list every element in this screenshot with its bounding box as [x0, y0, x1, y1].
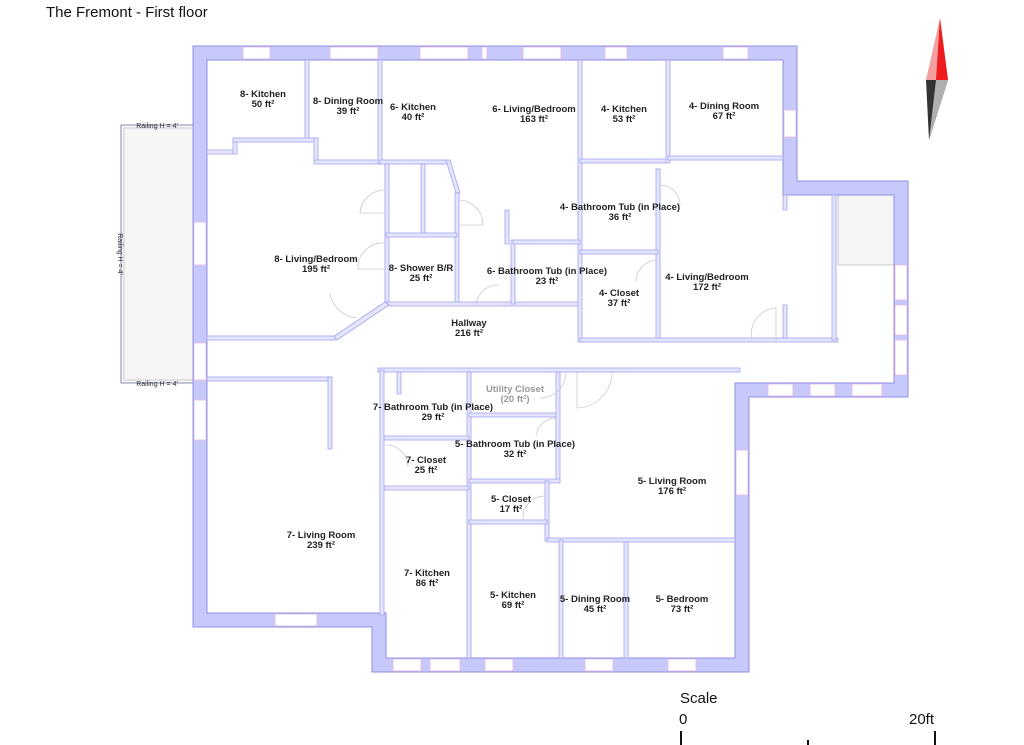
- door-swings: [329, 184, 777, 521]
- room-5-bathroom: 5- Bathroom Tub (in Place)32 ft²: [455, 439, 575, 460]
- scale-label: Scale: [680, 690, 718, 707]
- room-7-bathroom: 7- Bathroom Tub (in Place)29 ft²: [373, 402, 493, 423]
- room-area: 25 ft²: [415, 465, 438, 476]
- room-name: 8- Shower B/R: [389, 263, 454, 274]
- room-area: 86 ft²: [416, 578, 439, 589]
- room-area: 53 ft²: [613, 114, 636, 125]
- room-area: 36 ft²: [609, 212, 632, 223]
- room-name: 4- Closet: [599, 288, 640, 299]
- room-name: 7- Closet: [406, 455, 447, 466]
- room-6-bathroom: 6- Bathroom Tub (in Place)23 ft²: [487, 266, 607, 287]
- room-name: 4- Living/Bedroom: [665, 272, 748, 283]
- storage-area: [837, 194, 895, 266]
- room-name: 5- Kitchen: [490, 590, 536, 601]
- room-area: 195 ft²: [302, 264, 330, 275]
- room-area: 39 ft²: [337, 106, 360, 117]
- compass-icon: [926, 18, 948, 140]
- room-area: 37 ft²: [608, 298, 631, 309]
- room-name: 8- Dining Room: [313, 96, 383, 107]
- room-area: 176 ft²: [658, 486, 686, 497]
- room-area: 45 ft²: [584, 604, 607, 615]
- room-name: Hallway: [451, 318, 487, 329]
- room-area: 17 ft²: [500, 504, 523, 515]
- railing-label-side: Railing H = 4': [116, 233, 123, 275]
- room-4-bathroom: 4- Bathroom Tub (in Place)36 ft²: [560, 202, 680, 223]
- plan-title: The Fremont - First floor: [46, 4, 208, 21]
- room-area: 40 ft²: [402, 112, 425, 123]
- room-name: 7- Bathroom Tub (in Place): [373, 402, 493, 413]
- windows: [193, 46, 908, 672]
- room-area: 32 ft²: [504, 449, 527, 460]
- room-name: 5- Dining Room: [560, 594, 630, 605]
- room-name: 5- Closet: [491, 494, 532, 505]
- room-name: 8- Living/Bedroom: [274, 254, 357, 265]
- scale-end: 20ft: [909, 711, 935, 728]
- room-name: 4- Kitchen: [601, 104, 647, 115]
- railing-label-top: Railing H = 4': [136, 123, 178, 130]
- room-area: 25 ft²: [410, 273, 433, 284]
- room-8-shower: 8- Shower B/R25 ft²: [389, 263, 454, 284]
- room-area: 216 ft²: [455, 328, 483, 339]
- room-area: 69 ft²: [502, 600, 525, 611]
- room-utility-closet: Utility Closet(20 ft²): [486, 384, 545, 405]
- room-name: 5- Bathroom Tub (in Place): [455, 439, 575, 450]
- room-name: 6- Kitchen: [390, 102, 436, 113]
- room-name: 4- Bathroom Tub (in Place): [560, 202, 680, 213]
- room-name: 7- Kitchen: [404, 568, 450, 579]
- room-area: 163 ft²: [520, 114, 548, 125]
- room-area: (20 ft²): [500, 394, 529, 405]
- room-name: 6- Living/Bedroom: [492, 104, 575, 115]
- scale-bar: [680, 731, 936, 745]
- room-name: 4- Dining Room: [689, 101, 759, 112]
- railing-label-bottom: Railing H = 4': [136, 381, 178, 388]
- room-name: 8- Kitchen: [240, 89, 286, 100]
- balcony: Railing H = 4' Railing H = 4' Railing H …: [116, 123, 194, 388]
- room-area: 73 ft²: [671, 604, 694, 615]
- exterior-walls: [192, 45, 909, 673]
- room-name: 7- Living Room: [287, 530, 356, 541]
- room-area: 29 ft²: [422, 412, 445, 423]
- room-name: 6- Bathroom Tub (in Place): [487, 266, 607, 277]
- room-area: 50 ft²: [252, 99, 275, 110]
- scale-start: 0: [679, 711, 688, 728]
- room-name: Utility Closet: [486, 384, 545, 395]
- interior-walls: [206, 59, 839, 659]
- room-area: 239 ft²: [307, 540, 335, 551]
- room-name: 5- Bedroom: [656, 594, 709, 605]
- room-area: 67 ft²: [713, 111, 736, 122]
- room-name: 5- Living Room: [638, 476, 707, 487]
- room-area: 23 ft²: [536, 276, 559, 287]
- room-area: 172 ft²: [693, 282, 721, 293]
